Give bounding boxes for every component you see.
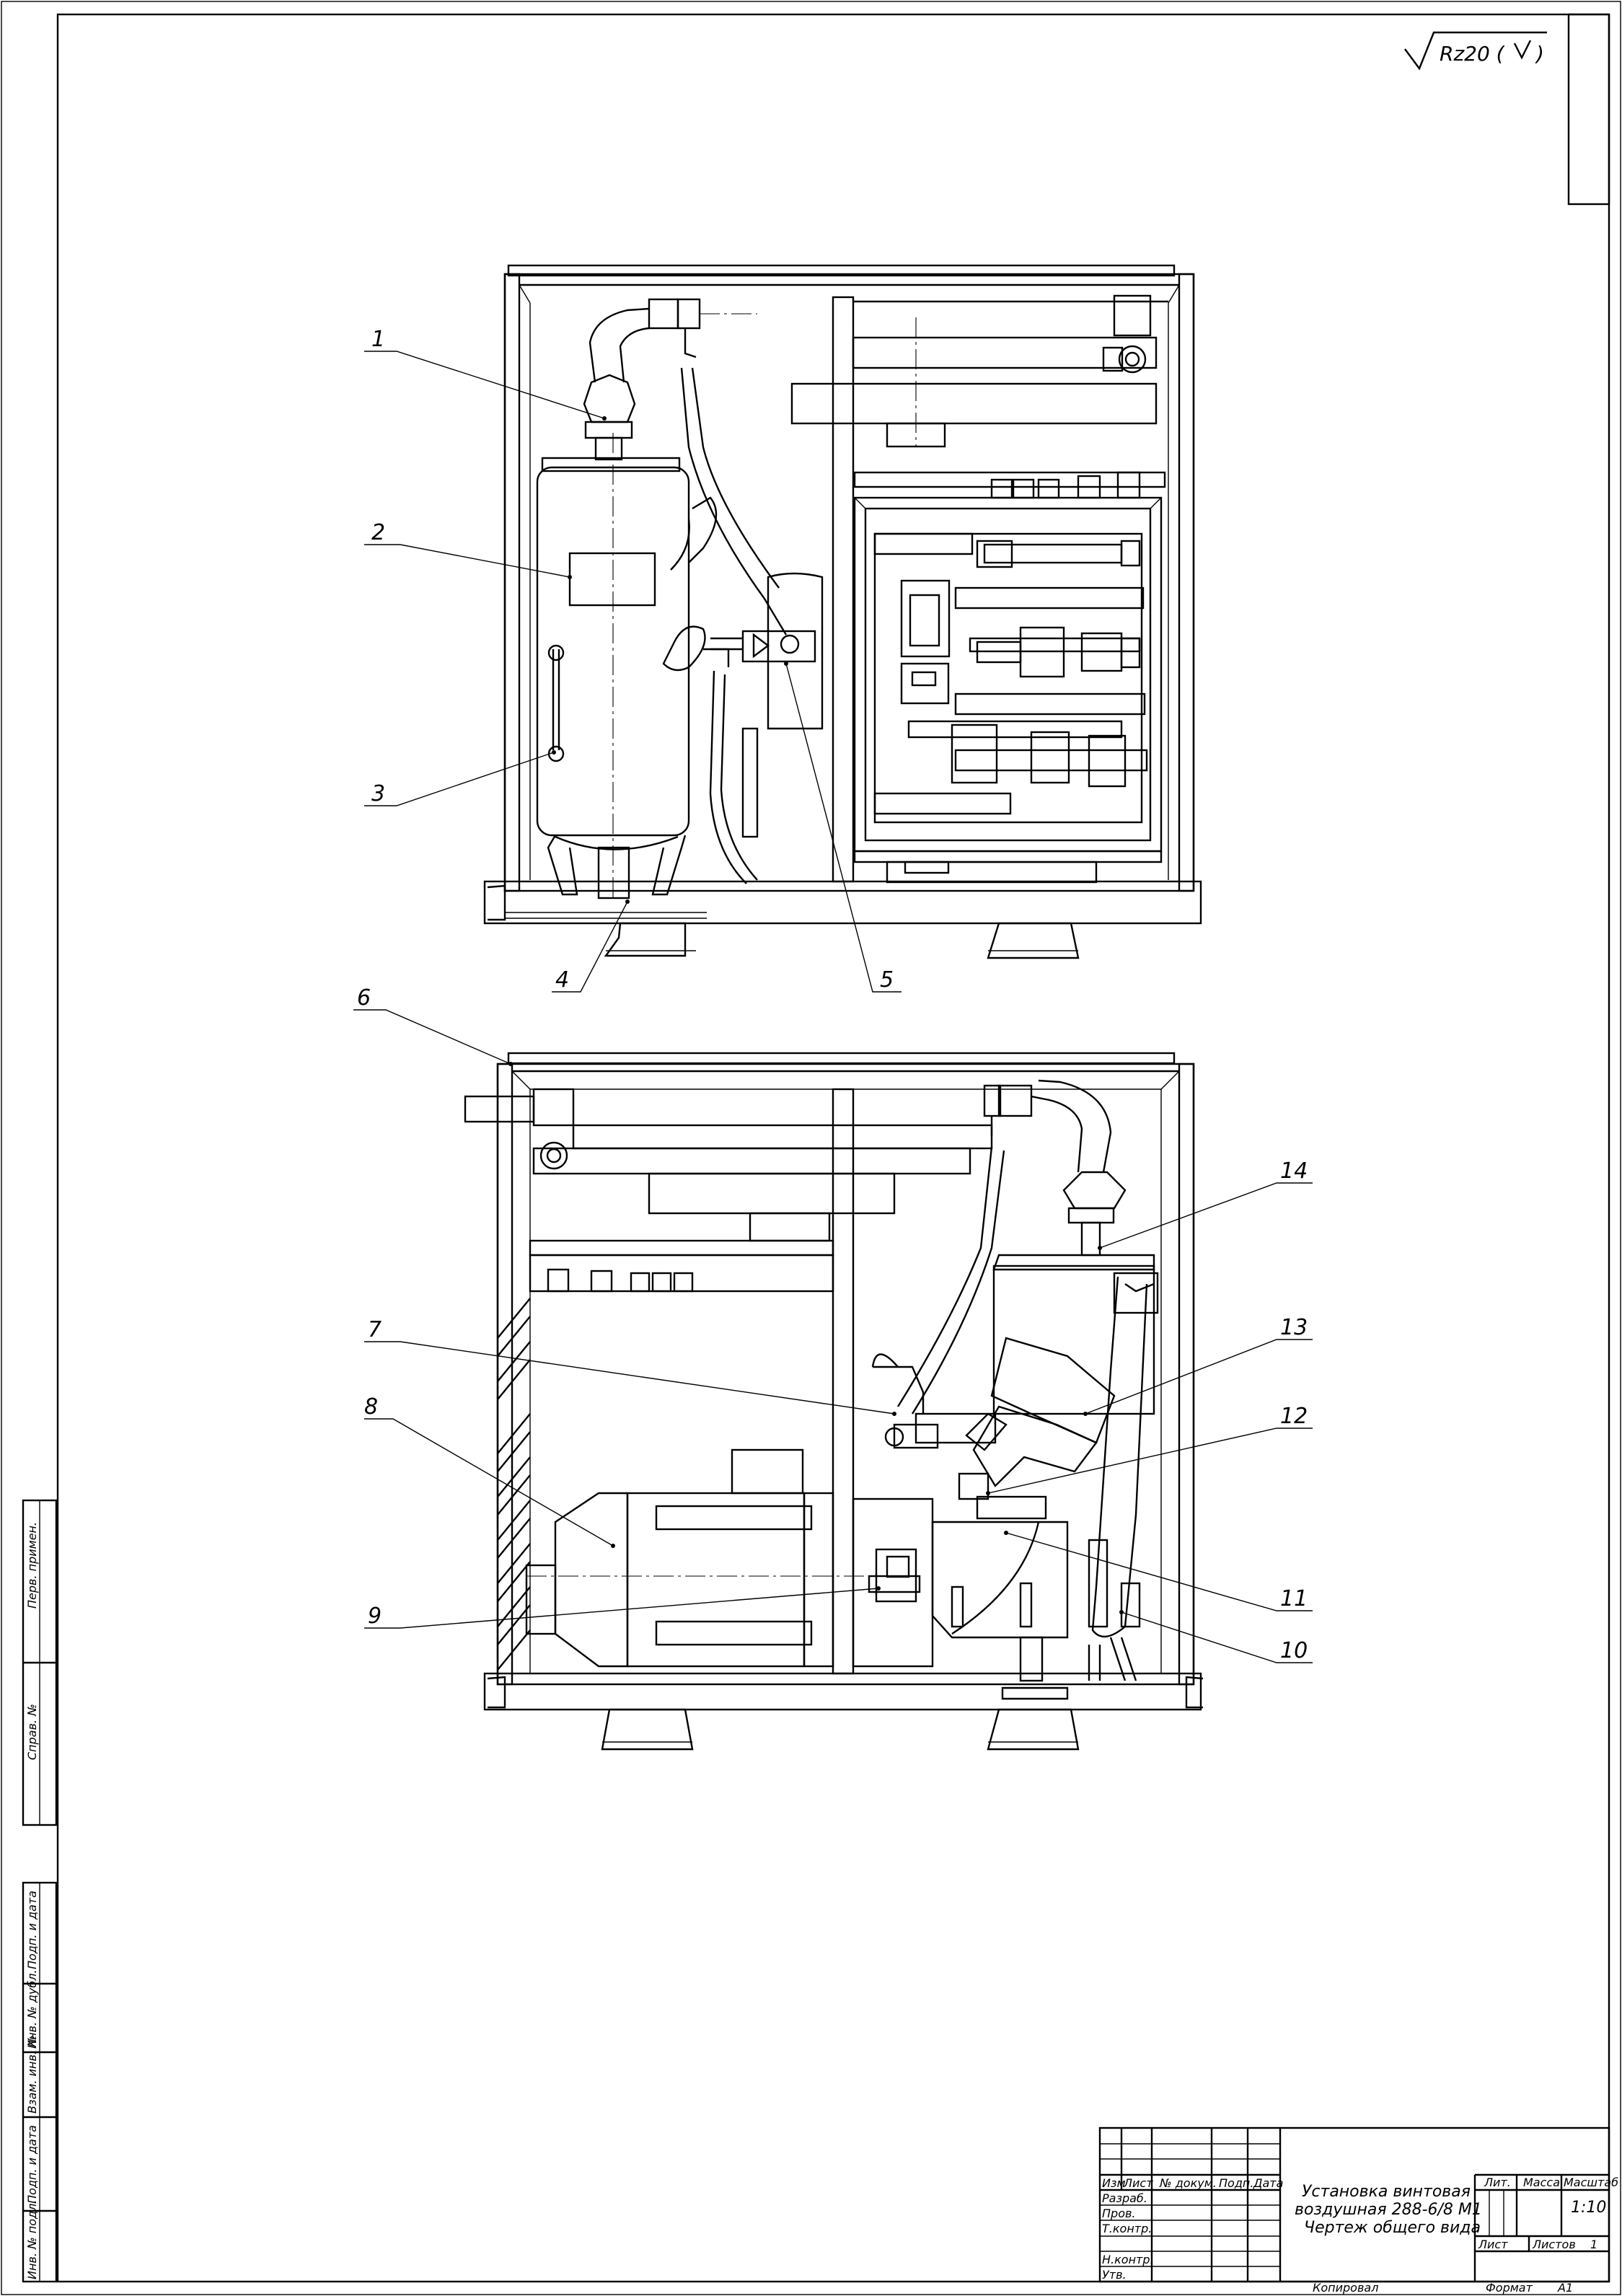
callout-8: 8 [364,1394,378,1420]
row-label-tech-control: Т.контр. [1102,2222,1152,2235]
stamp-label-replaced-inv: Взам. инв. № [25,2035,39,2114]
callout-9: 9 [368,1604,382,1629]
col-header-change: Изм [1102,2176,1126,2190]
stamp-label-original-inv: Инв. № подл. [25,2200,39,2279]
callout-14: 14 [1280,1158,1308,1184]
callout-13: 13 [1280,1315,1308,1340]
callout-4: 4 [555,967,569,993]
mass-label: Масса [1523,2176,1560,2189]
copied-label: Копировал [1313,2281,1378,2295]
stamp-label-sign-date-1: Подп. и дата [25,1891,39,1969]
stamp-label-dup-inv: Инв. № дубл. [25,1970,39,2049]
callout-7: 7 [368,1317,382,1342]
stamp-label-sign-date-2: Подп. и дата [25,2125,39,2204]
title-block: Изм Лист № докум. Подп. Дата Разраб. Про… [1098,2126,1618,2295]
roughness-label: Rz20 ( [1440,42,1505,66]
row-label-approved: Утв. [1102,2268,1127,2282]
stamp-label-first-use: Перв. примен. [25,1522,39,1609]
sheet-label: Лист [1478,2238,1508,2251]
side-view [464,1052,1204,1751]
callout-11: 11 [1280,1586,1308,1611]
sheets-label: Листов [1532,2238,1576,2251]
callout-10: 10 [1280,1638,1308,1663]
sheet-frame [56,13,1610,2283]
callout-6: 6 [357,985,371,1011]
row-label-norm-control: Н.контр. [1102,2253,1154,2266]
lit-label: Лит. [1484,2176,1511,2189]
col-header-doc-number: № докум. [1159,2176,1217,2190]
drawing-title-line-2: воздушная 288-6/8 М1 [1295,2201,1482,2219]
top-right-designation-box [1567,13,1610,206]
callout-3: 3 [371,781,385,806]
callout-2: 2 [371,520,385,545]
col-header-signature: Подп. [1219,2176,1253,2190]
scale-label: Масштаб [1564,2176,1618,2189]
roughness-symbol: Rz20 ( ) [1404,31,1547,71]
drawing-title-line-3: Чертеж общего вида [1304,2219,1481,2237]
front-view [483,264,1202,959]
callout-12: 12 [1280,1404,1308,1429]
electric-motor [525,1448,916,1668]
col-header-date: Дата [1253,2176,1283,2190]
drawing-title-line-1: Установка винтовая [1302,2183,1471,2201]
roughness-suffix: ) [1535,42,1544,66]
position-callouts: 1 2 3 4 5 6 7 8 9 10 [353,327,1313,1663]
row-label-developer: Разраб. [1102,2191,1147,2205]
stamp-label-reference: Справ. № [25,1704,39,1760]
format-value: A1 [1557,2281,1573,2295]
row-label-checker: Пров. [1102,2207,1136,2220]
louvers [497,1298,531,1671]
callout-5: 5 [880,967,894,993]
scale-value: 1:10 [1571,2199,1606,2217]
col-header-sheet: Лист [1123,2176,1153,2190]
callout-1: 1 [371,327,385,352]
sheets-value: 1 [1590,2238,1597,2251]
left-stamp-column: Перв. примен. Справ. № Подп. и дата Инв.… [22,1499,58,2283]
format-label: Формат [1486,2281,1533,2295]
